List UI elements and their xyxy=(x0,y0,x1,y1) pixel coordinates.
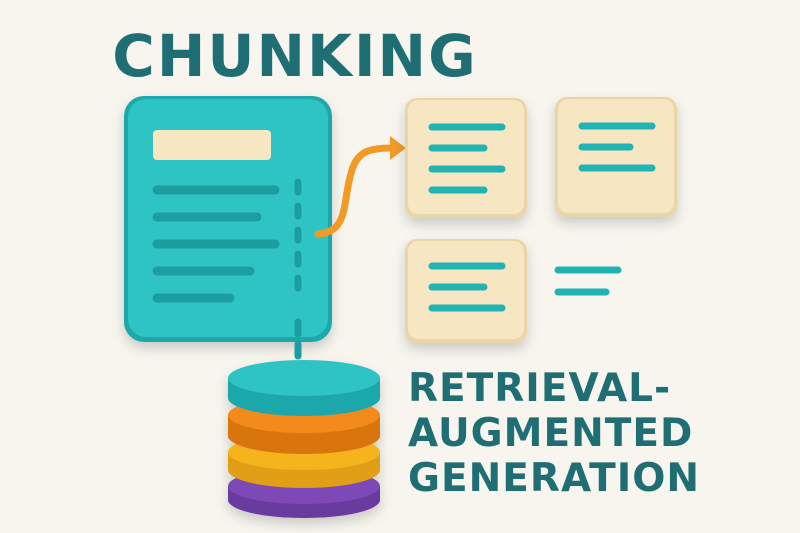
rag-line-2: AUGMENTED xyxy=(408,411,694,456)
chunk-card-3 xyxy=(405,239,527,343)
document-header-bar xyxy=(153,130,271,160)
document-text-lines xyxy=(152,185,280,303)
database-icon xyxy=(228,360,380,518)
arrow-icon xyxy=(314,144,396,238)
rag-line-1: RETRIEVAL- xyxy=(408,366,672,411)
loose-text-lines xyxy=(554,266,622,296)
page-title: CHUNKING xyxy=(112,22,478,90)
rag-subtitle: RETRIEVAL- AUGMENTED GENERATION xyxy=(408,366,700,501)
chunk-card-2 xyxy=(555,97,677,217)
arrowhead-icon xyxy=(390,136,406,160)
rag-line-3: GENERATION xyxy=(408,456,701,501)
chunk-card-1 xyxy=(405,98,527,218)
document-icon xyxy=(124,96,332,342)
